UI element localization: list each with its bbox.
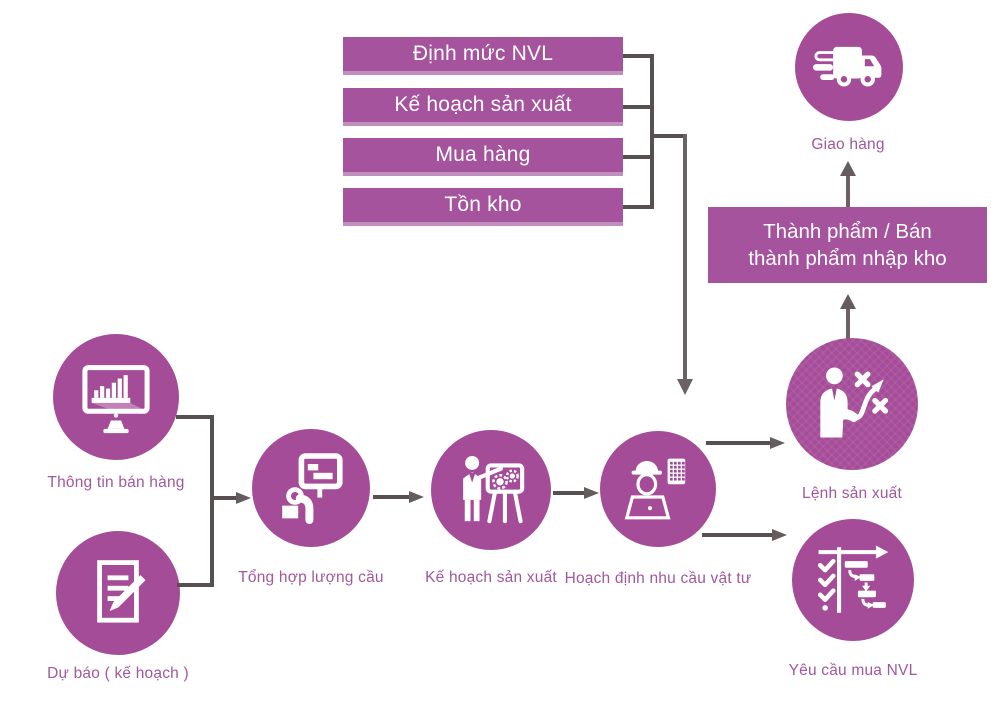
node-yeu-cau-mua-nvl <box>792 519 914 641</box>
connector-bar3-stub <box>623 155 653 159</box>
planning-presenter-gears-icon <box>450 449 532 531</box>
node-hoach-dinh-nhu-cau <box>600 431 716 547</box>
node-giao-hang <box>795 13 903 121</box>
connector-tonghop-kehoach <box>373 495 411 499</box>
arrow-head-right <box>772 529 787 541</box>
node-thong-tin-ban-hang <box>53 334 179 460</box>
node-label-du-bao: Dự báo ( kế hoạch ) <box>47 665 189 682</box>
connector-order-to-box <box>846 309 850 339</box>
connector-to-tong-hop <box>210 496 237 500</box>
connector-to-yeu-cau <box>702 533 774 537</box>
connector-forecast-out <box>177 583 214 587</box>
node-label-yeu-cau: Yêu cầu mua NVL <box>788 662 918 679</box>
arrow-head-up <box>840 161 856 176</box>
arrow-head-right <box>770 437 785 449</box>
sales-chart-monitor-icon <box>74 355 158 439</box>
arrow-head-right <box>236 492 251 504</box>
arrow-head-up <box>840 294 856 309</box>
node-lenh-san-xuat <box>786 338 918 470</box>
delivery-truck-icon <box>813 31 885 103</box>
process-bar-ke-hoach-san-xuat: Kế hoạch sản xuất <box>343 88 623 126</box>
box-line1: Thành phẩm / Bán <box>763 219 932 243</box>
connector-bars-to-drop <box>650 134 686 138</box>
connector-to-lenh-sx <box>706 441 772 445</box>
box-line2: thành phẩm nhập kho <box>748 247 947 270</box>
node-label-hoach-dinh: Hoạch định nhu cầu vật tư <box>564 570 752 587</box>
arrow-head-right <box>409 491 424 503</box>
process-bar-ton-kho: Tồn kho <box>343 188 623 226</box>
connector-left-vertical <box>210 415 214 587</box>
connector-sales-out <box>176 415 214 419</box>
node-label-thong-tin-ban-hang: Thông tin bán hàng <box>47 474 185 491</box>
node-label-ke-hoach: Kế hoạch sản xuất <box>425 569 557 586</box>
demand-review-screen-icon <box>271 448 351 528</box>
process-bar-dinh-muc-nvl: Định mức NVL <box>343 37 623 75</box>
node-label-giao-hang: Giao hàng <box>811 136 885 153</box>
connector-bars-vertical <box>650 54 654 209</box>
connector-box-to-truck <box>846 176 850 208</box>
forecast-document-icon <box>78 553 158 633</box>
connector-bar4-stub <box>623 205 653 209</box>
node-label-tong-hop: Tổng hợp lượng cầu <box>238 569 384 586</box>
node-ke-hoach-san-xuat <box>431 430 551 550</box>
bar-label: Mua hàng <box>435 143 531 166</box>
process-bar-mua-hang: Mua hàng <box>343 138 623 176</box>
node-du-bao <box>56 531 180 655</box>
bar-label: Kế hoạch sản xuất <box>394 93 572 116</box>
connector-bar1-stub <box>623 54 653 58</box>
bar-label: Định mức NVL <box>412 42 554 65</box>
bar-label: Tồn kho <box>444 193 522 216</box>
connector-kehoach-hoachdinh <box>553 491 586 495</box>
strategy-person-icon <box>808 360 896 448</box>
connector-bar2-stub <box>623 105 653 109</box>
arrow-head-right <box>584 487 599 499</box>
arrow-head-down <box>677 379 693 395</box>
node-tong-hop-luong-cau <box>252 429 370 547</box>
connector-drop-vertical <box>683 134 687 380</box>
engineer-laptop-calculator-icon <box>618 449 698 529</box>
node-label-lenh-sx: Lệnh sản xuất <box>802 485 902 502</box>
box-thanh-pham-nhap-kho: Thành phẩm / Bán thành phẩm nhập kho <box>708 207 987 283</box>
gantt-checklist-icon <box>812 539 894 621</box>
